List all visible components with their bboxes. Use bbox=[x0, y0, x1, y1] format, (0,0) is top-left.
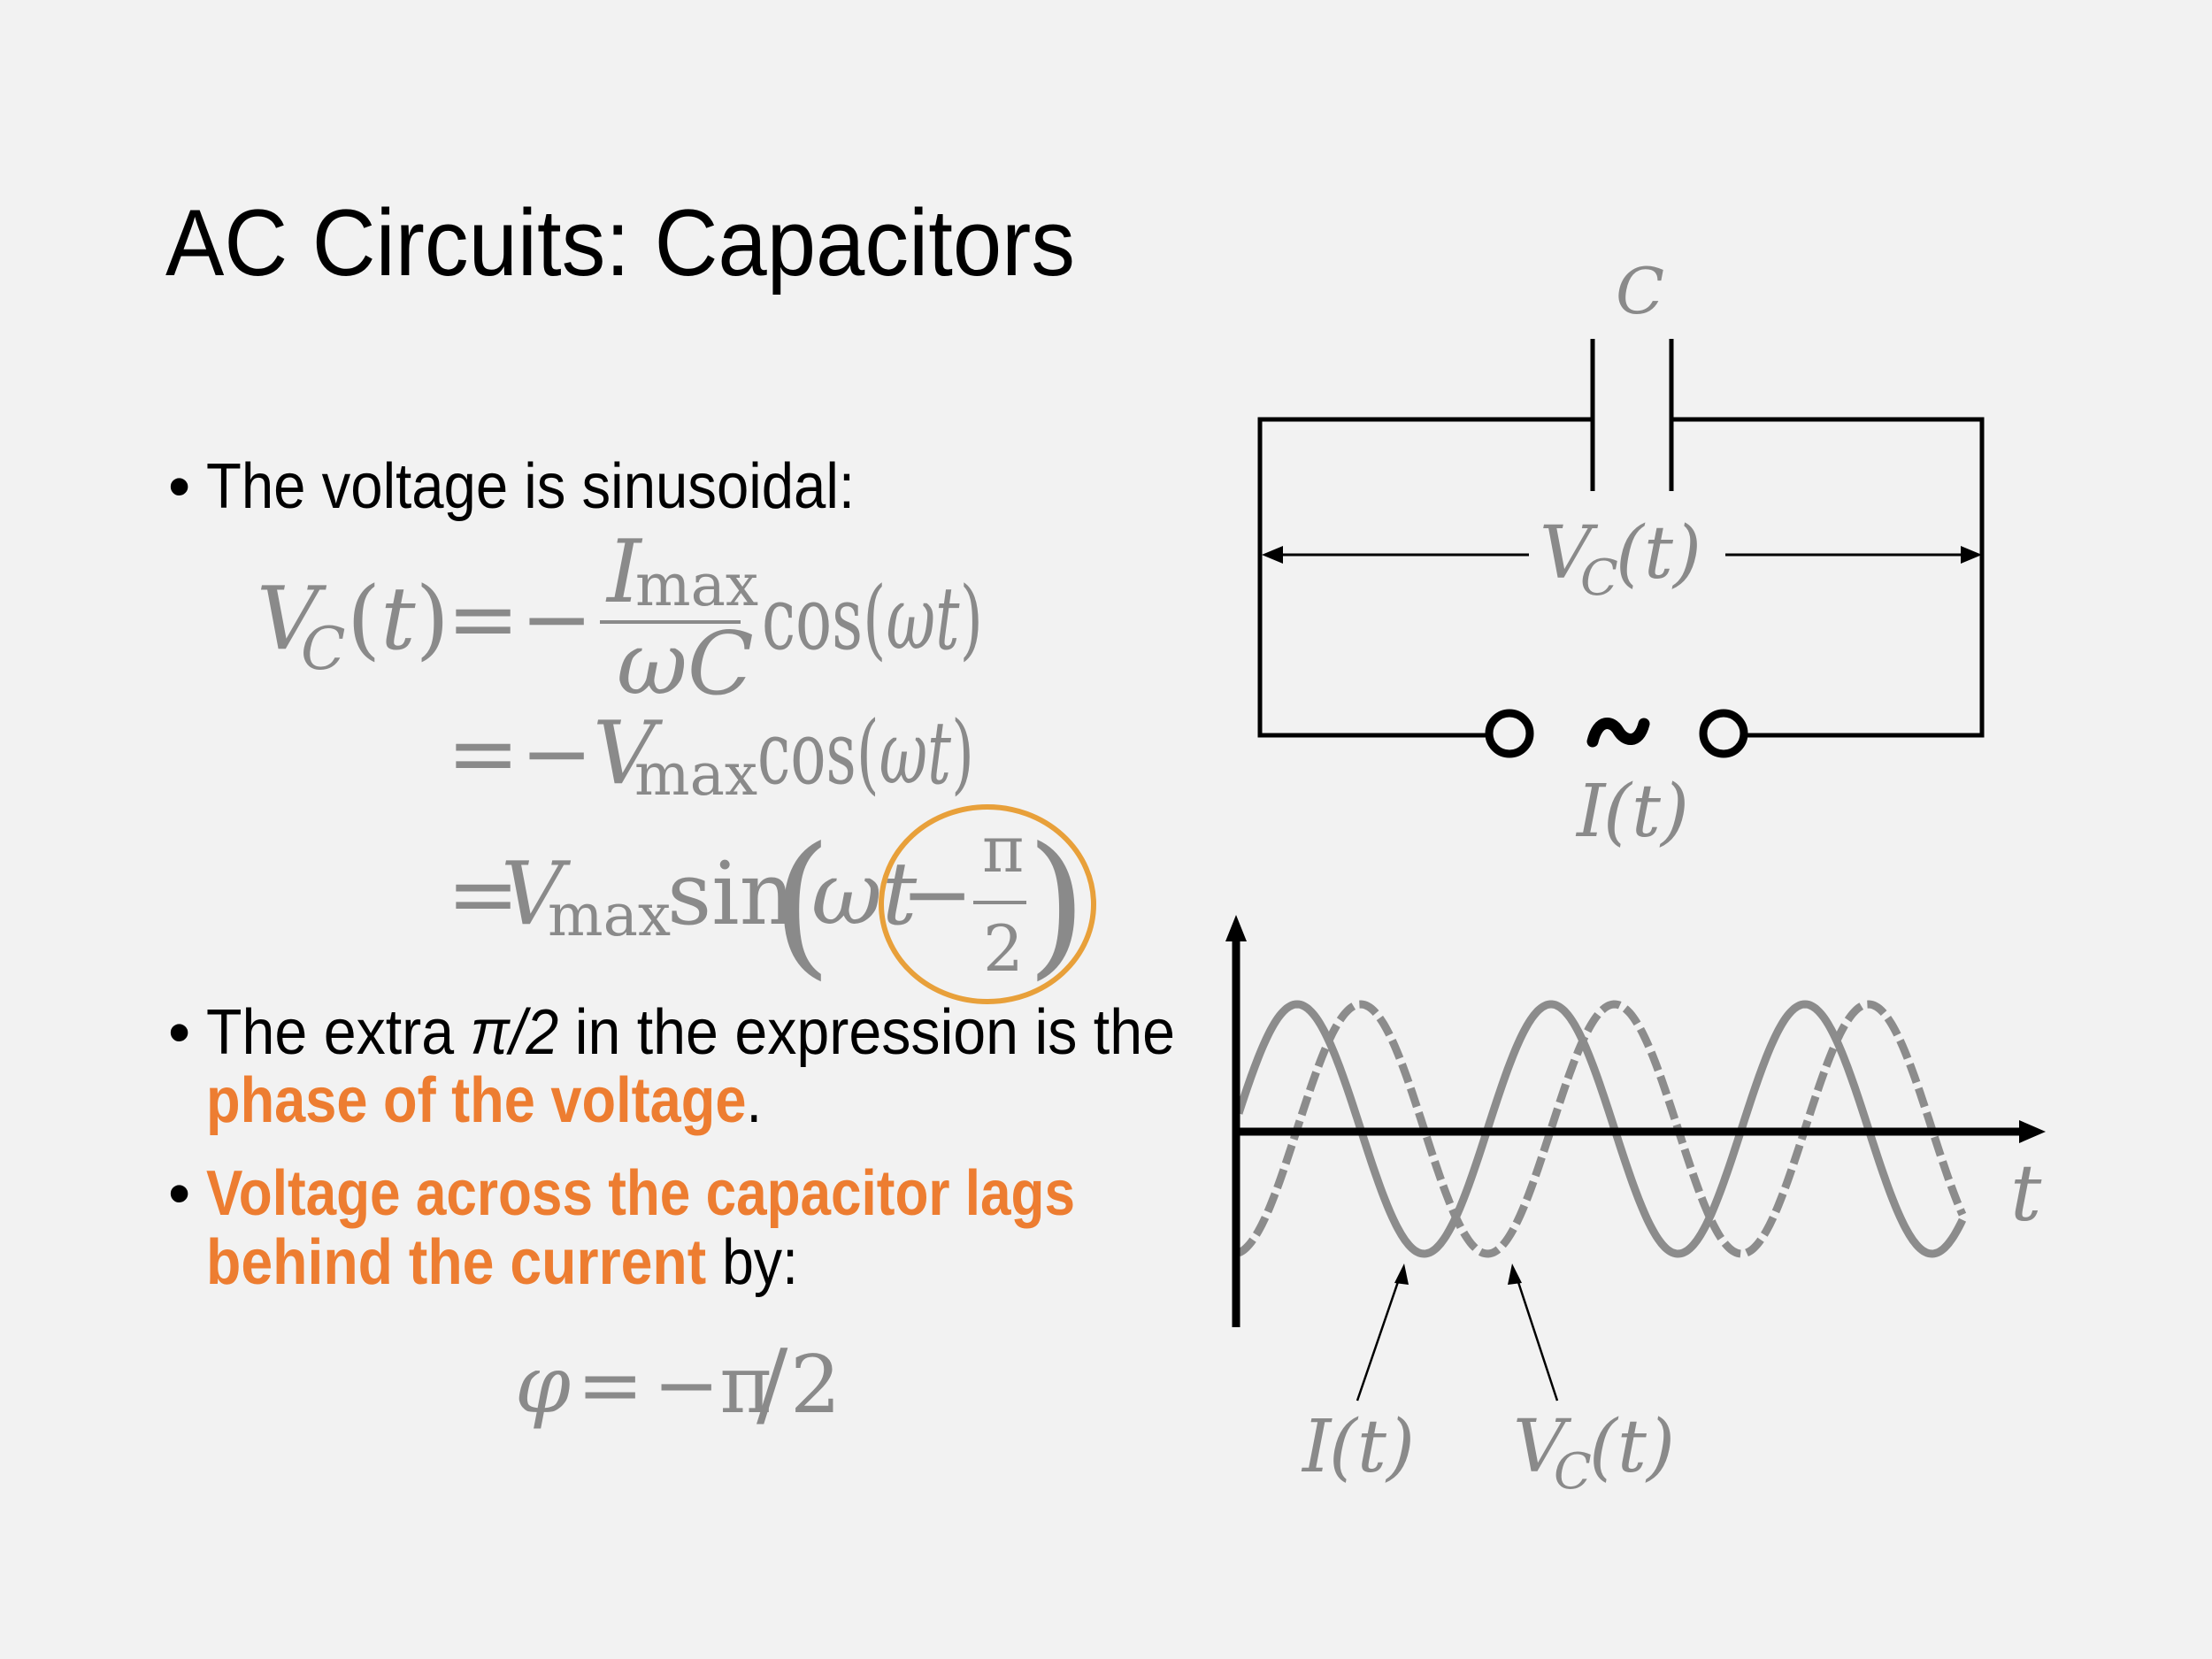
bullet-marker: • bbox=[168, 997, 190, 1068]
eq1-denominator: ωC bbox=[617, 614, 754, 715]
eq2-minus: − bbox=[520, 703, 593, 804]
eq3-V: V bbox=[501, 844, 572, 945]
arrowhead-right-icon bbox=[1961, 546, 1982, 564]
eq1-arg: (t) bbox=[347, 569, 449, 670]
circuit-current-label: I (t) bbox=[1575, 770, 1689, 854]
page-title: AC Circuits: Capacitors bbox=[165, 189, 1075, 296]
eq1-num-I: I bbox=[605, 522, 643, 623]
eq1-minus: − bbox=[520, 569, 593, 670]
eq1-V: V bbox=[257, 569, 327, 670]
circuit-diagram bbox=[1257, 339, 1985, 758]
voltage-pointer-line bbox=[1514, 1273, 1559, 1402]
phase-slash: / bbox=[757, 1330, 788, 1438]
ac-source-tilde-icon bbox=[1586, 718, 1650, 748]
eq2-equals: = bbox=[447, 703, 519, 804]
arrowhead-left-icon bbox=[1262, 546, 1283, 564]
waveform-current-label: I (t) bbox=[1301, 1405, 1415, 1489]
capacitor-label: C bbox=[1616, 254, 1664, 328]
bullet-marker: • bbox=[168, 451, 190, 522]
highlight-circle bbox=[879, 804, 1096, 1004]
current-waveform bbox=[1234, 1000, 1967, 1258]
time-axis-label: t bbox=[2010, 1148, 2042, 1239]
phase-two: 2 bbox=[790, 1339, 841, 1432]
eq1-num-max: max bbox=[635, 551, 758, 619]
label-I: I bbox=[1301, 1405, 1333, 1489]
equation-block: V C (t) = − I max ωC cos(ωt) = − V max c… bbox=[257, 522, 1096, 1004]
eq3-left-paren: ( bbox=[772, 815, 832, 995]
source-terminal-left bbox=[1485, 709, 1534, 758]
label-t: (t) bbox=[1589, 1405, 1675, 1489]
source-terminal-right bbox=[1699, 709, 1748, 758]
label-sub-C: C bbox=[1554, 1443, 1592, 1501]
bullet-lags-line1: Voltage across the capacitor lags bbox=[206, 1158, 1075, 1229]
label-t: (t) bbox=[1603, 770, 1689, 854]
current-pointer-arrowhead-icon bbox=[1394, 1263, 1409, 1285]
eq1-sub-C: C bbox=[301, 615, 346, 683]
eq2-sub-max: max bbox=[634, 741, 757, 809]
y-axis-arrowhead-icon bbox=[1225, 915, 1247, 941]
eq3-wt: ωt bbox=[811, 844, 918, 945]
label-t: (t) bbox=[1616, 511, 1701, 595]
eq3-minus: − bbox=[901, 844, 973, 945]
phase-minus-pi: −π bbox=[653, 1339, 772, 1432]
circuit-voltage-label: V C (t) bbox=[1540, 511, 1701, 607]
wire-right bbox=[1671, 417, 1985, 738]
eq3-pi: π bbox=[982, 812, 1024, 887]
phase-equation: φ = −π / 2 bbox=[515, 1330, 841, 1438]
eq1-cos: cos(ωt) bbox=[762, 569, 983, 670]
eq3-right-paren: ) bbox=[1026, 815, 1087, 995]
waveform-plot: t I (t) V C (t) bbox=[1225, 915, 2046, 1501]
eq3-sin: sin bbox=[667, 844, 795, 945]
current-pointer-line bbox=[1356, 1273, 1402, 1402]
eq2-cos: cos(ωt) bbox=[757, 703, 974, 804]
label-t: (t) bbox=[1329, 1405, 1415, 1489]
eq3-sub-max: max bbox=[548, 881, 671, 949]
label-sub-C: C bbox=[1580, 549, 1618, 607]
eq2-V: V bbox=[593, 703, 664, 804]
x-axis-arrowhead-icon bbox=[2019, 1120, 2046, 1143]
label-V: V bbox=[1513, 1405, 1572, 1489]
label-I: I bbox=[1575, 770, 1607, 854]
bullet-voltage-sinusoidal: The voltage is sinusoidal: bbox=[206, 451, 855, 522]
bullet-extra-pi-line2: phase of the voltage. bbox=[206, 1065, 762, 1136]
eq3-two: 2 bbox=[983, 911, 1024, 986]
phase-equals: = bbox=[577, 1339, 643, 1432]
voltage-pointer-arrowhead-icon bbox=[1508, 1263, 1522, 1285]
bullet-extra-pi-line1: The extra π/2 in the expression is the bbox=[206, 997, 1175, 1068]
phase-phi: φ bbox=[515, 1339, 571, 1432]
label-V: V bbox=[1540, 511, 1599, 595]
eq3-equals: = bbox=[447, 844, 519, 945]
eq1-equals: = bbox=[447, 569, 519, 670]
wire-left bbox=[1257, 417, 1593, 738]
waveform-voltage-label: V C (t) bbox=[1513, 1405, 1675, 1501]
bullet-marker: • bbox=[168, 1158, 190, 1229]
bullet-lags-line2: behind the current by: bbox=[206, 1227, 798, 1298]
voltage-waveform bbox=[1237, 1000, 1967, 1258]
